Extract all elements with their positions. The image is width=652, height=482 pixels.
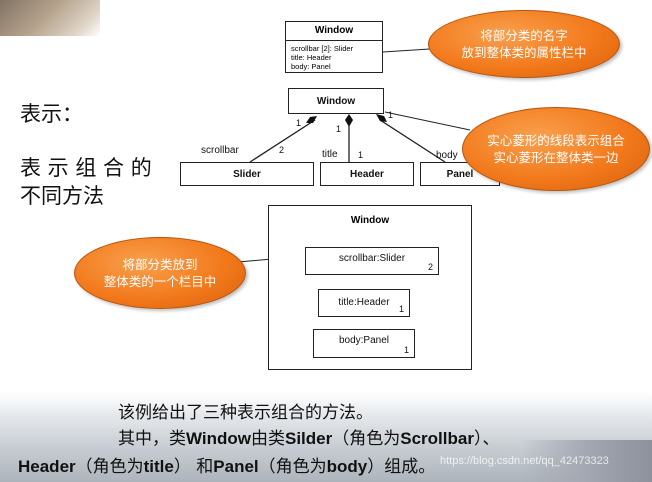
mult-part-slider: 2 (279, 145, 285, 155)
url-watermark: https://blog.csdn.net/qq_42473323 (440, 455, 609, 467)
paragraph-line1: 该例给出了三种表示组合的方法。 (118, 403, 373, 423)
p2-f: Scrollbar (400, 429, 474, 448)
composition-whole-window: Window (288, 88, 384, 114)
nested-part-scrollbar: scrollbar:Slider 2 (305, 247, 439, 275)
p3-g: body (326, 457, 368, 476)
p3-d: ） 和 (173, 457, 214, 477)
nested-part-scrollbar-label: scrollbar:Slider (338, 253, 406, 264)
p2-a: 其中，类 (118, 429, 186, 449)
p3-c: title (143, 457, 174, 476)
subheading-line2: 不同方法 (20, 184, 104, 208)
subheading-line1: 表 示 组 合 的 (20, 156, 152, 180)
role-title: title (322, 149, 338, 160)
callout2-line1: 实心菱形的线段表示组合 (487, 133, 625, 148)
p2-g: ）、 (473, 429, 500, 449)
nested-part-title: title:Header 1 (318, 289, 410, 317)
paragraph-line3: Header（角色为title） 和Panel（角色为body）组成。 (18, 452, 435, 477)
top-window-class-divider (286, 40, 382, 41)
callout2-pointer (384, 111, 471, 131)
nested-part-body-label: body:Panel (338, 335, 390, 346)
callout-solid-diamond: 实心菱形的线段表示组合 实心菱形在整体类一边 (462, 107, 650, 191)
nested-part-scrollbar-mult: 2 (427, 262, 433, 272)
p3-f: （角色为 (258, 457, 327, 477)
nested-part-title-mult: 1 (398, 304, 404, 314)
top-window-attr-3: body: Panel (291, 62, 331, 71)
diamond-panel (376, 114, 387, 122)
edge-slider (249, 119, 316, 163)
mult-whole-panel: 1 (388, 110, 394, 120)
mult-whole-header: 1 (336, 124, 342, 134)
decorative-photo-top-left (0, 0, 100, 36)
p3-h: ）组成。 (367, 457, 436, 477)
role-body: body (436, 150, 458, 161)
callout1-line2: 放到整体类的属性栏中 (461, 45, 587, 60)
nested-part-body: body:Panel 1 (313, 329, 415, 358)
callout-attribute-compartment: 将部分类的名字 放到整体类的属性栏中 (428, 10, 620, 78)
nested-part-title-label: title:Header (338, 297, 390, 308)
nested-window-title: Window (350, 215, 390, 226)
callout3-line2: 整体类的一个栏目中 (103, 274, 217, 289)
p2-e: （角色为 (332, 429, 401, 449)
part-class-header: Header (320, 162, 414, 186)
logo-watermark-bottom-right (520, 440, 652, 482)
callout-nested-compartment: 将部分类放到 整体类的一个栏目中 (74, 237, 246, 309)
top-window-attr-1: scrollbar [2]: Slider (291, 44, 354, 53)
heading-label: 表示： (20, 102, 83, 126)
callout2-line2: 实心菱形在整体类一边 (493, 150, 619, 165)
p3-a: Header (18, 457, 76, 476)
part-class-slider: Slider (180, 162, 314, 186)
top-window-attr-2: title: Header (291, 53, 332, 62)
diamond-slider (306, 116, 317, 123)
role-scrollbar: scrollbar (201, 145, 239, 156)
p2-c: 由类 (251, 429, 285, 449)
top-window-class-name: Window (314, 25, 354, 36)
mult-whole-slider: 1 (296, 118, 302, 128)
mult-part-header: 1 (358, 150, 364, 160)
callout3-line1: 将部分类放到 (122, 257, 198, 272)
nested-part-body-mult: 1 (403, 345, 409, 355)
p3-e: Panel (213, 457, 259, 476)
p2-d: Silder (285, 429, 333, 448)
paragraph-line2: 其中，类Window由类Silder（角色为Scrollbar）、 (118, 424, 499, 449)
p2-b: Window (186, 429, 251, 448)
p3-b: （角色为 (75, 457, 144, 477)
top-window-class: Window scrollbar [2]: Slider title: Head… (285, 21, 383, 73)
diamond-header (345, 114, 353, 127)
callout1-line1: 将部分类的名字 (480, 28, 568, 43)
